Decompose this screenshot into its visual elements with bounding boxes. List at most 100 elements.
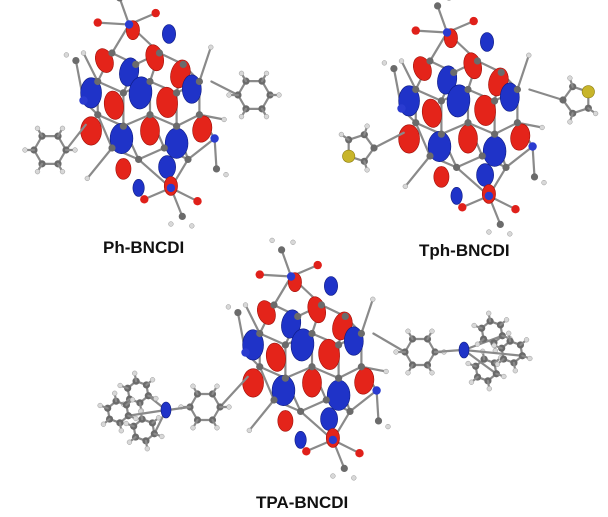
nitrogen-atom <box>286 272 296 281</box>
hydrogen-atom <box>370 296 376 302</box>
sulfur-atom <box>342 149 356 163</box>
orbital-lobe-positive <box>510 123 531 151</box>
hydrogen-atom <box>486 310 492 316</box>
bond <box>148 113 178 128</box>
carbon-atom <box>496 220 504 228</box>
bond <box>433 348 464 354</box>
bond <box>258 365 276 402</box>
hydrogen-atom <box>155 415 162 421</box>
hydrogen-atom <box>59 125 66 131</box>
carbon-atom <box>146 111 154 119</box>
bond <box>82 51 99 83</box>
hydrogen-atom <box>126 439 133 445</box>
bond <box>440 121 470 136</box>
carbon-atom <box>473 57 482 65</box>
nitrogen-atom <box>442 28 452 37</box>
bond <box>248 398 276 432</box>
hydrogen-atom <box>129 397 136 403</box>
orbital-diagram-ph-bncdi <box>22 0 282 229</box>
oxygen-atom <box>411 26 420 35</box>
bond <box>96 21 131 26</box>
carbon-atom <box>437 130 445 138</box>
nitrogen-atom <box>79 96 88 105</box>
carbon-atom <box>173 89 181 97</box>
orbital-lobe-positive <box>354 367 375 395</box>
carbon-atom <box>412 119 420 127</box>
carbon-atom <box>94 111 102 119</box>
oxygen-atom <box>151 8 160 18</box>
carbon-atom <box>184 155 192 163</box>
hydrogen-atom <box>381 60 388 66</box>
carbon-atom <box>135 155 143 163</box>
nitrogen-atom <box>528 142 537 151</box>
carbon-atom <box>530 173 539 181</box>
orbital-lobe-positive <box>80 116 102 146</box>
carbon-atom <box>335 374 343 382</box>
oxygen-atom <box>255 270 264 279</box>
bond <box>466 121 496 136</box>
carbon-atom <box>453 163 461 171</box>
hydrogen-atom <box>567 75 573 81</box>
orbital-lobe-positive <box>103 90 124 120</box>
hydrogen-atom <box>276 92 282 98</box>
orbital-lobe-negative <box>480 32 494 52</box>
carbon-atom <box>559 96 567 104</box>
bond <box>258 273 293 278</box>
hydrogen-atom <box>34 169 41 175</box>
hydrogen-atom <box>132 370 138 376</box>
carbon-atom <box>346 407 354 415</box>
orbital-lobe-positive <box>458 124 478 154</box>
oxygen-atom <box>313 260 322 270</box>
carbon-atom <box>270 301 278 309</box>
carbon-atom <box>426 57 434 65</box>
hydrogen-atom <box>159 433 165 440</box>
carbon-atom <box>412 85 420 94</box>
nitrogen-atom <box>397 104 406 113</box>
carbon-atom <box>464 85 472 94</box>
hydrogen-atom <box>72 147 78 153</box>
hydrogen-atom <box>59 169 66 175</box>
hydrogen-atom <box>117 382 123 389</box>
bond <box>280 248 293 278</box>
orbital-lobe-positive <box>421 98 442 128</box>
hydrogen-atom <box>123 420 129 427</box>
orbital-lobe-negative <box>132 179 145 197</box>
carbon-atom <box>297 407 305 415</box>
carbon-atom <box>308 363 316 371</box>
nitrogen-atom <box>484 191 494 201</box>
bond <box>348 389 378 413</box>
hydrogen-atom <box>214 383 220 389</box>
hydrogen-atom <box>486 229 492 235</box>
hydrogen-atom <box>429 370 435 376</box>
orbital-lobe-negative <box>158 155 176 179</box>
bond <box>64 123 87 152</box>
hydrogen-atom <box>446 0 452 1</box>
bond <box>414 88 443 103</box>
bond <box>462 348 524 357</box>
hydrogen-atom <box>100 421 107 427</box>
hydrogen-atom <box>242 302 249 308</box>
orbital-lobe-positive <box>145 44 164 72</box>
hydrogen-atom <box>238 70 245 76</box>
hydrogen-atom <box>80 50 87 56</box>
orbital-lobe-negative <box>482 135 507 167</box>
hydrogen-atom <box>190 425 196 431</box>
bond <box>462 334 504 352</box>
caption-ph-bncdi: Ph-BNCDI <box>103 238 185 257</box>
caption-tpa-bncdi: TPA-BNCDI <box>256 493 349 512</box>
hydrogen-atom <box>468 379 475 385</box>
orbital-lobe-positive <box>307 296 326 324</box>
hydrogen-atom <box>238 114 245 120</box>
bond <box>414 29 449 34</box>
carbon-atom <box>374 417 383 425</box>
bond <box>213 137 218 170</box>
orbital-lobe-positive <box>140 116 160 146</box>
hydrogen-atom <box>290 239 296 245</box>
hydrogen-atom <box>118 428 124 434</box>
carbon-atom <box>119 122 127 130</box>
carbon-atom <box>281 374 289 382</box>
bond <box>404 154 432 188</box>
hydrogen-atom <box>97 402 103 409</box>
carbon-atom <box>108 144 116 152</box>
orbital-diagram-tph-bncdi <box>338 0 599 237</box>
